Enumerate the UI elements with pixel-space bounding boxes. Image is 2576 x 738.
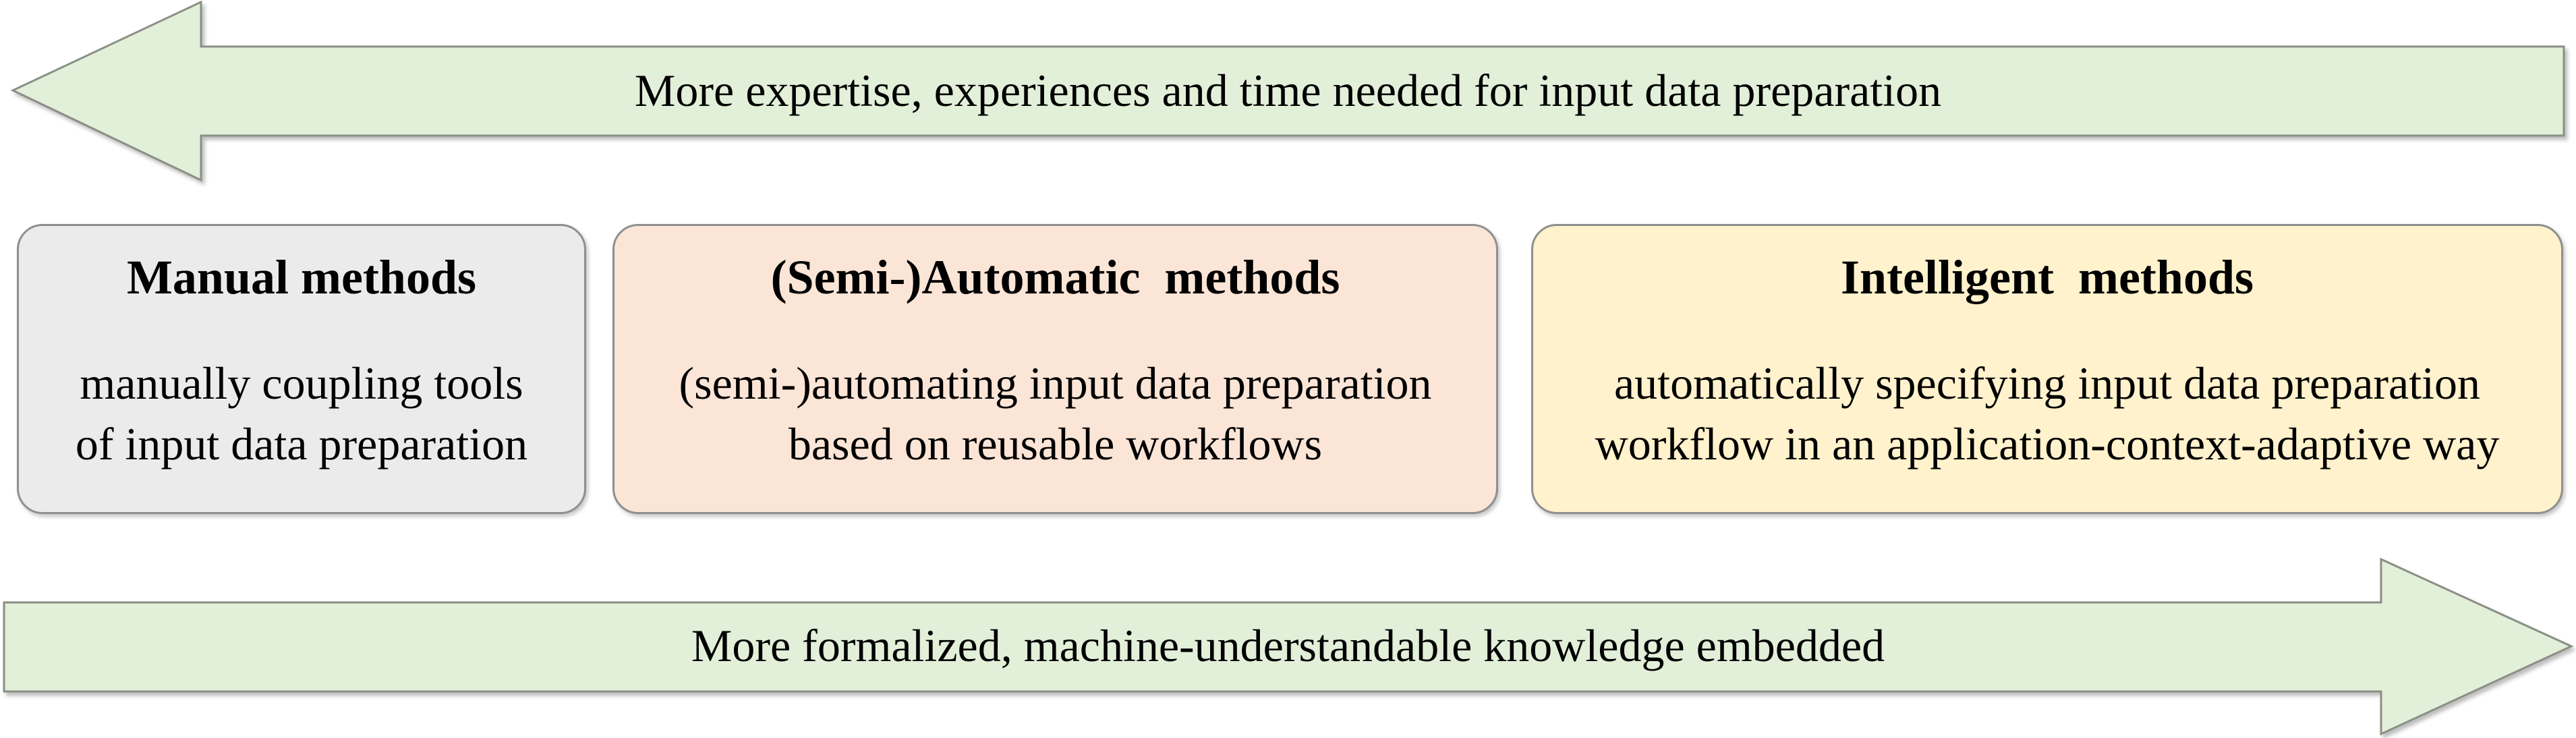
method-box-intelligent: Intelligent methods automatically specif… <box>1531 224 2563 514</box>
semi-automatic-methods-description: (semi-)automating input data preparation… <box>679 358 1432 470</box>
manual-methods-title: Manual methods <box>126 250 477 304</box>
top-arrow-label: More expertise, experiences and time nee… <box>634 65 1942 116</box>
bottom-arrow-label: More formalized, machine-understandable … <box>691 620 1885 671</box>
manual-methods-description: manually coupling tools of input data pr… <box>75 358 528 470</box>
method-box-manual: Manual methods manually coupling tools o… <box>17 224 586 514</box>
left-arrow-shape <box>10 0 2565 182</box>
semi-automatic-methods-title: (Semi-)Automatic methods <box>770 250 1340 304</box>
intelligent-methods-description: automatically specifying input data prep… <box>1595 358 2500 470</box>
method-box-semi-automatic: (Semi-)Automatic methods (semi-)automati… <box>612 224 1498 514</box>
right-arrow-shape <box>3 557 2574 736</box>
intelligent-methods-title: Intelligent methods <box>1841 250 2254 304</box>
